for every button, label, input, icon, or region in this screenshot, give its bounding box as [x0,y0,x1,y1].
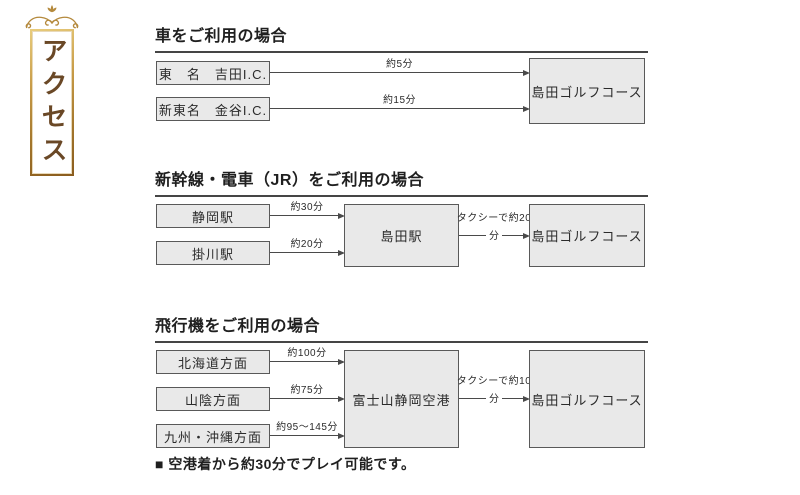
hub-box-mtfuji-shizuoka-airport: 富士山静岡空港 [344,350,459,448]
origin-box-hokkaido: 北海道方面 [156,350,270,374]
route-arrow: 約30分 [270,198,345,219]
arrow-line [270,72,528,73]
arrow-head-icon [338,396,345,402]
route-arrow: 約75分 [270,381,345,402]
arrow-line [270,398,343,399]
route-arrow: 約5分 [270,55,530,76]
origin-box-shintomei-kanaya-ic: 新東名 金谷I.C. [156,97,270,121]
arrow-line [270,435,343,436]
arrow-head-icon [523,70,530,76]
route-arrow: 約95〜145分 [270,418,345,439]
arrow-line [270,252,343,253]
arrow-head-icon [523,106,530,112]
badge-inner: アクセス [32,31,72,174]
duration-label: 約20分 [290,239,324,250]
taxi-duration-label-unit: 分 [486,227,502,242]
destination-box-golf-course: 島田ゴルフコース [529,350,645,448]
destination-box-golf-course: 島田ゴルフコース [529,58,645,124]
origin-box-kyushu-okinawa: 九州・沖縄方面 [156,424,270,448]
origin-box-tomei-yoshida-ic: 東 名 吉田I.C. [156,61,270,85]
arrow-head-icon [523,233,530,239]
arrow-head-icon [523,396,530,402]
route-arrow: 約20分 [270,235,345,256]
destination-box-golf-course: 島田ゴルフコース [529,204,645,267]
duration-label: 約100分 [287,348,327,359]
arrow-line [270,108,528,109]
arrow-line [270,215,343,216]
origin-box-shizuoka-station: 静岡駅 [156,204,270,228]
duration-label: 約15分 [382,95,417,106]
duration-label: 約75分 [290,385,324,396]
taxi-duration-label: タクシーで約20 [456,213,532,224]
duration-label: 約5分 [385,59,414,70]
duration-label: 約30分 [290,202,324,213]
taxi-duration-label-unit: 分 [486,390,502,405]
section-title: 車をご利用の場合 [155,22,648,53]
badge-ornament-icon [25,4,79,29]
route-arrow: 約15分 [270,91,530,112]
duration-label: 約95〜145分 [276,422,338,433]
taxi-arrow: タクシーで約10 分 [457,376,531,405]
route-arrow: 約100分 [270,344,345,365]
airport-play-note: ■ 空港着から約30分でプレイ可能です。 [155,456,416,472]
hub-box-shimada-station: 島田駅 [344,204,459,267]
badge-title: アクセス [37,36,67,169]
arrow-head-icon [338,250,345,256]
arrow-head-icon [338,359,345,365]
badge-frame: アクセス [30,29,74,176]
taxi-arrow: タクシーで約20 分 [457,213,531,242]
arrow-line [270,361,343,362]
section-title: 飛行機をご利用の場合 [155,312,648,343]
origin-box-sanin: 山陰方面 [156,387,270,411]
taxi-duration-label: タクシーで約10 [456,376,532,387]
arrow-head-icon [338,433,345,439]
origin-box-kakegawa-station: 掛川駅 [156,241,270,265]
arrow-head-icon [338,213,345,219]
section-title: 新幹線・電車（JR）をご利用の場合 [155,166,648,197]
